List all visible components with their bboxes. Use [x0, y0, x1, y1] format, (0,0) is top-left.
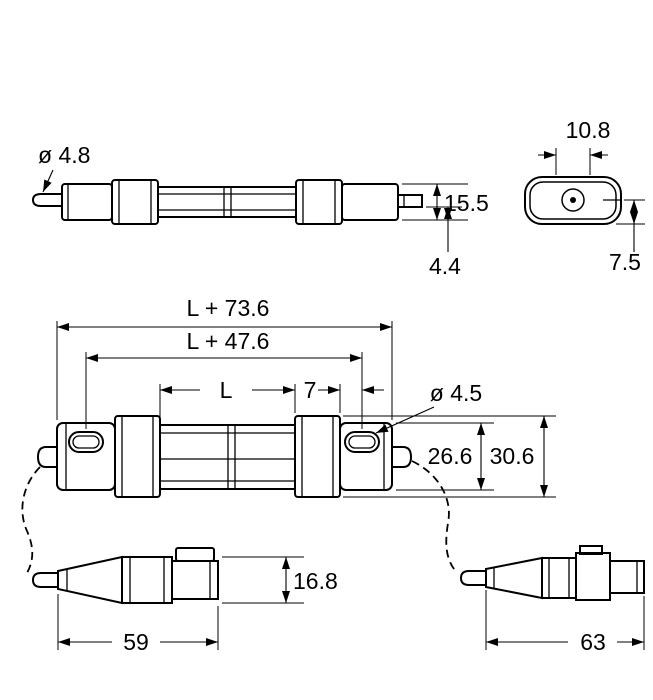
label-connector-right-length: 63: [580, 629, 606, 655]
side-tube-lines: [158, 187, 296, 217]
top-slot-right-inner: [348, 435, 376, 449]
top-right-stub: [392, 446, 413, 468]
view-end: [524, 176, 622, 225]
top-slot-left-inner: [72, 435, 100, 449]
label-clamp-width: 30.6: [490, 443, 535, 469]
connector-left-rear: [171, 560, 219, 600]
label-hole-offset: 7: [304, 377, 317, 403]
connector-right-cable: [459, 570, 486, 586]
cable-dashed-right: [411, 460, 458, 574]
label-side-offset: 4.4: [429, 253, 461, 279]
view-connector-right: [459, 545, 645, 601]
top-tube-lines: [160, 425, 295, 489]
dim-cable-diameter: ø 4.8: [38, 142, 90, 193]
label-hole-spacing: L + 47.6: [187, 328, 270, 354]
dim-hole-diameter: ø 4.5: [375, 380, 482, 434]
end-center-hole: [570, 197, 576, 203]
label-side-height: 15.5: [444, 190, 489, 216]
side-stub: [397, 194, 423, 208]
label-connector-left-length: 59: [123, 629, 149, 655]
dim-clamp-width: 30.6: [343, 415, 556, 498]
connector-right-rear: [575, 552, 611, 601]
dim-body-width: 26.6: [396, 422, 494, 491]
side-right-cap: [341, 183, 399, 221]
side-tube: [157, 186, 297, 218]
side-left-cap: [61, 183, 113, 221]
label-active-length: L: [220, 377, 233, 403]
dim-connector-height: 16.8: [222, 556, 338, 604]
label-body-width: 26.6: [428, 443, 473, 469]
dim-side-offset: 4.4: [426, 206, 462, 279]
connector-left-latch: [175, 547, 215, 562]
dim-connector-right-length: 63: [485, 590, 645, 655]
connector-right-end: [609, 560, 645, 594]
top-left-stub: [36, 446, 57, 468]
view-top: [21, 415, 458, 574]
label-cable-diameter: ø 4.8: [38, 142, 90, 168]
dim-hole-spacing: L + 47.6: [85, 328, 363, 429]
dim-overall-length: L + 73.6: [56, 295, 393, 420]
dim-hole-offset: 7: [304, 377, 384, 413]
label-end-width: 10.8: [566, 117, 611, 143]
view-connector-left: [31, 547, 219, 605]
connector-left-cable: [31, 572, 58, 588]
label-hole-diameter: ø 4.5: [430, 380, 482, 406]
connector-right-latch: [579, 545, 603, 555]
side-cable: [31, 193, 62, 207]
top-slot-right: [344, 431, 380, 453]
connector-right-body: [541, 557, 577, 599]
dim-connector-left-length: 59: [57, 594, 219, 655]
dim-side-height: 15.5: [402, 183, 489, 221]
dim-end-height: 7.5: [609, 199, 645, 275]
top-right-cap: [339, 422, 393, 491]
label-overall-length: L + 73.6: [187, 295, 270, 321]
label-end-height: 7.5: [609, 249, 641, 275]
dim-active-length: L: [159, 377, 296, 422]
top-slot-left: [68, 431, 104, 453]
label-connector-height: 16.8: [293, 568, 338, 594]
end-center-circle: [561, 188, 585, 212]
view-side: [31, 179, 423, 225]
dim-end-width: 10.8: [538, 117, 610, 175]
cable-dashed-left: [21, 466, 41, 574]
